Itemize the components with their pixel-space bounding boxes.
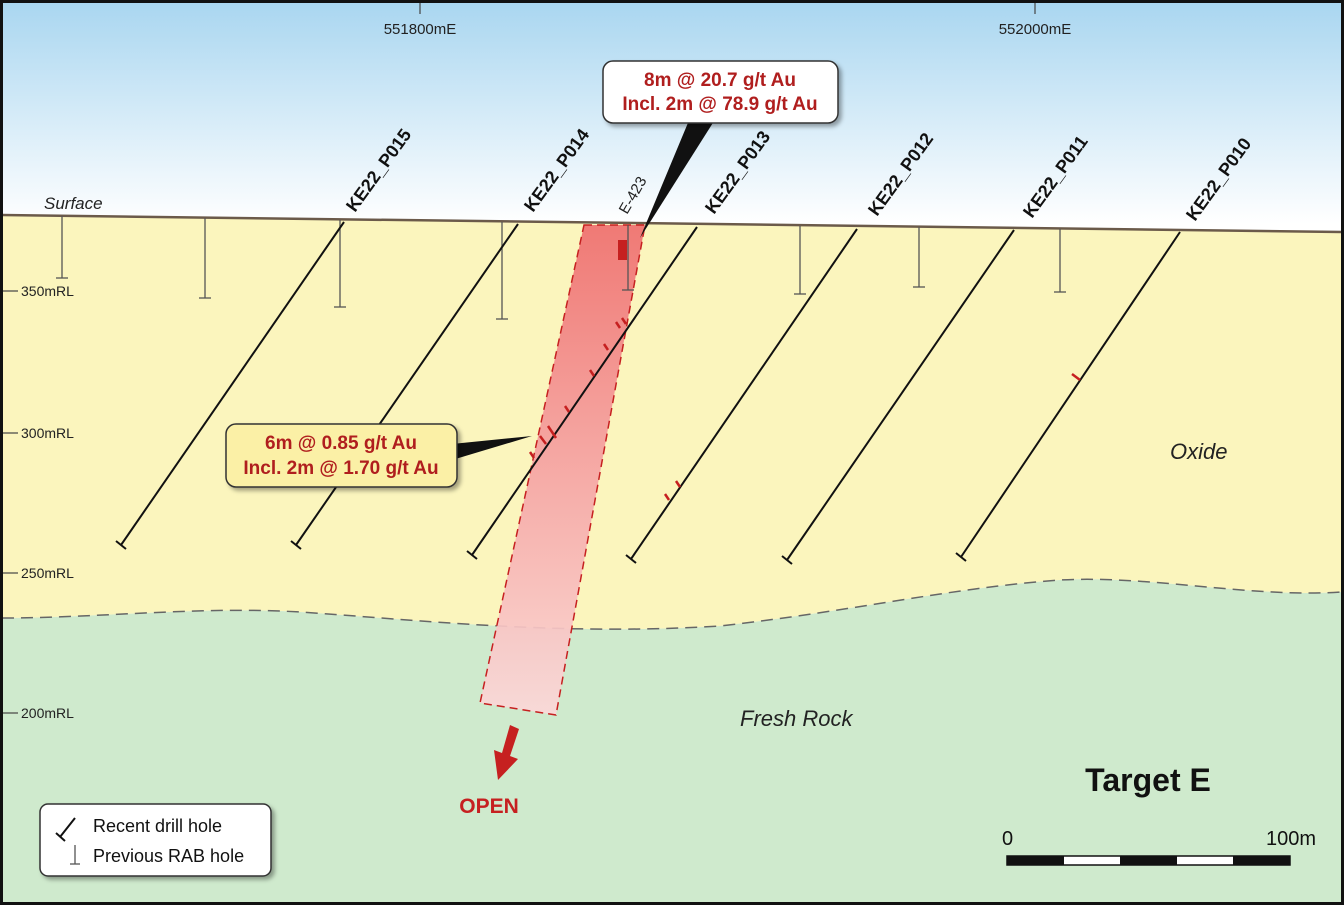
callout-lower-line2: Incl. 2m @ 1.70 g/t Au xyxy=(243,458,438,479)
surface-line xyxy=(1,213,1343,234)
fresh-rock-zone xyxy=(2,579,1342,903)
callout-lower xyxy=(225,423,458,488)
rl-label: 250mRL xyxy=(21,565,74,581)
oxide-label: Oxide xyxy=(1170,439,1227,464)
map-title: Target E xyxy=(1085,762,1211,798)
recent-drill-hole-symbol xyxy=(55,817,76,842)
easting-label: 552000mE xyxy=(999,21,1072,38)
oxide-zone xyxy=(2,215,1342,630)
rl-label: 350mRL xyxy=(21,283,74,299)
recent-drill-holes xyxy=(115,221,1181,565)
rl-label: 200mRL xyxy=(21,705,74,721)
open-label: OPEN xyxy=(459,795,519,818)
fresh-rock-label: Fresh Rock xyxy=(740,706,853,731)
previous-rab-hole-symbol xyxy=(70,845,80,865)
assay-ticks xyxy=(528,317,1081,501)
mineralised-zone xyxy=(479,224,646,716)
callout-lower-pointer xyxy=(452,436,532,460)
scale-bar xyxy=(1006,855,1291,866)
callout-upper xyxy=(602,60,839,124)
legend-recent-label: Recent drill hole xyxy=(93,816,222,836)
callout-upper-line1: 8m @ 20.7 g/t Au xyxy=(644,70,796,91)
callout-upper-line2: Incl. 2m @ 78.9 g/t Au xyxy=(622,94,817,115)
rab-holes xyxy=(56,216,1066,320)
surface-label: Surface xyxy=(44,194,103,213)
scale-start-label: 0 xyxy=(1002,828,1013,850)
legend xyxy=(39,803,272,877)
legend-previous-label: Previous RAB hole xyxy=(93,846,244,866)
scale-end-label: 100m xyxy=(1266,828,1316,850)
open-arrow xyxy=(494,725,519,780)
oxide-fresh-boundary xyxy=(1,578,1343,630)
callout-lower-line1: 6m @ 0.85 g/t Au xyxy=(265,433,417,454)
high-grade-intercept xyxy=(618,240,627,260)
rl-label: 300mRL xyxy=(21,425,74,441)
callout-upper-pointer xyxy=(640,118,716,238)
easting-label: 551800mE xyxy=(384,21,457,38)
